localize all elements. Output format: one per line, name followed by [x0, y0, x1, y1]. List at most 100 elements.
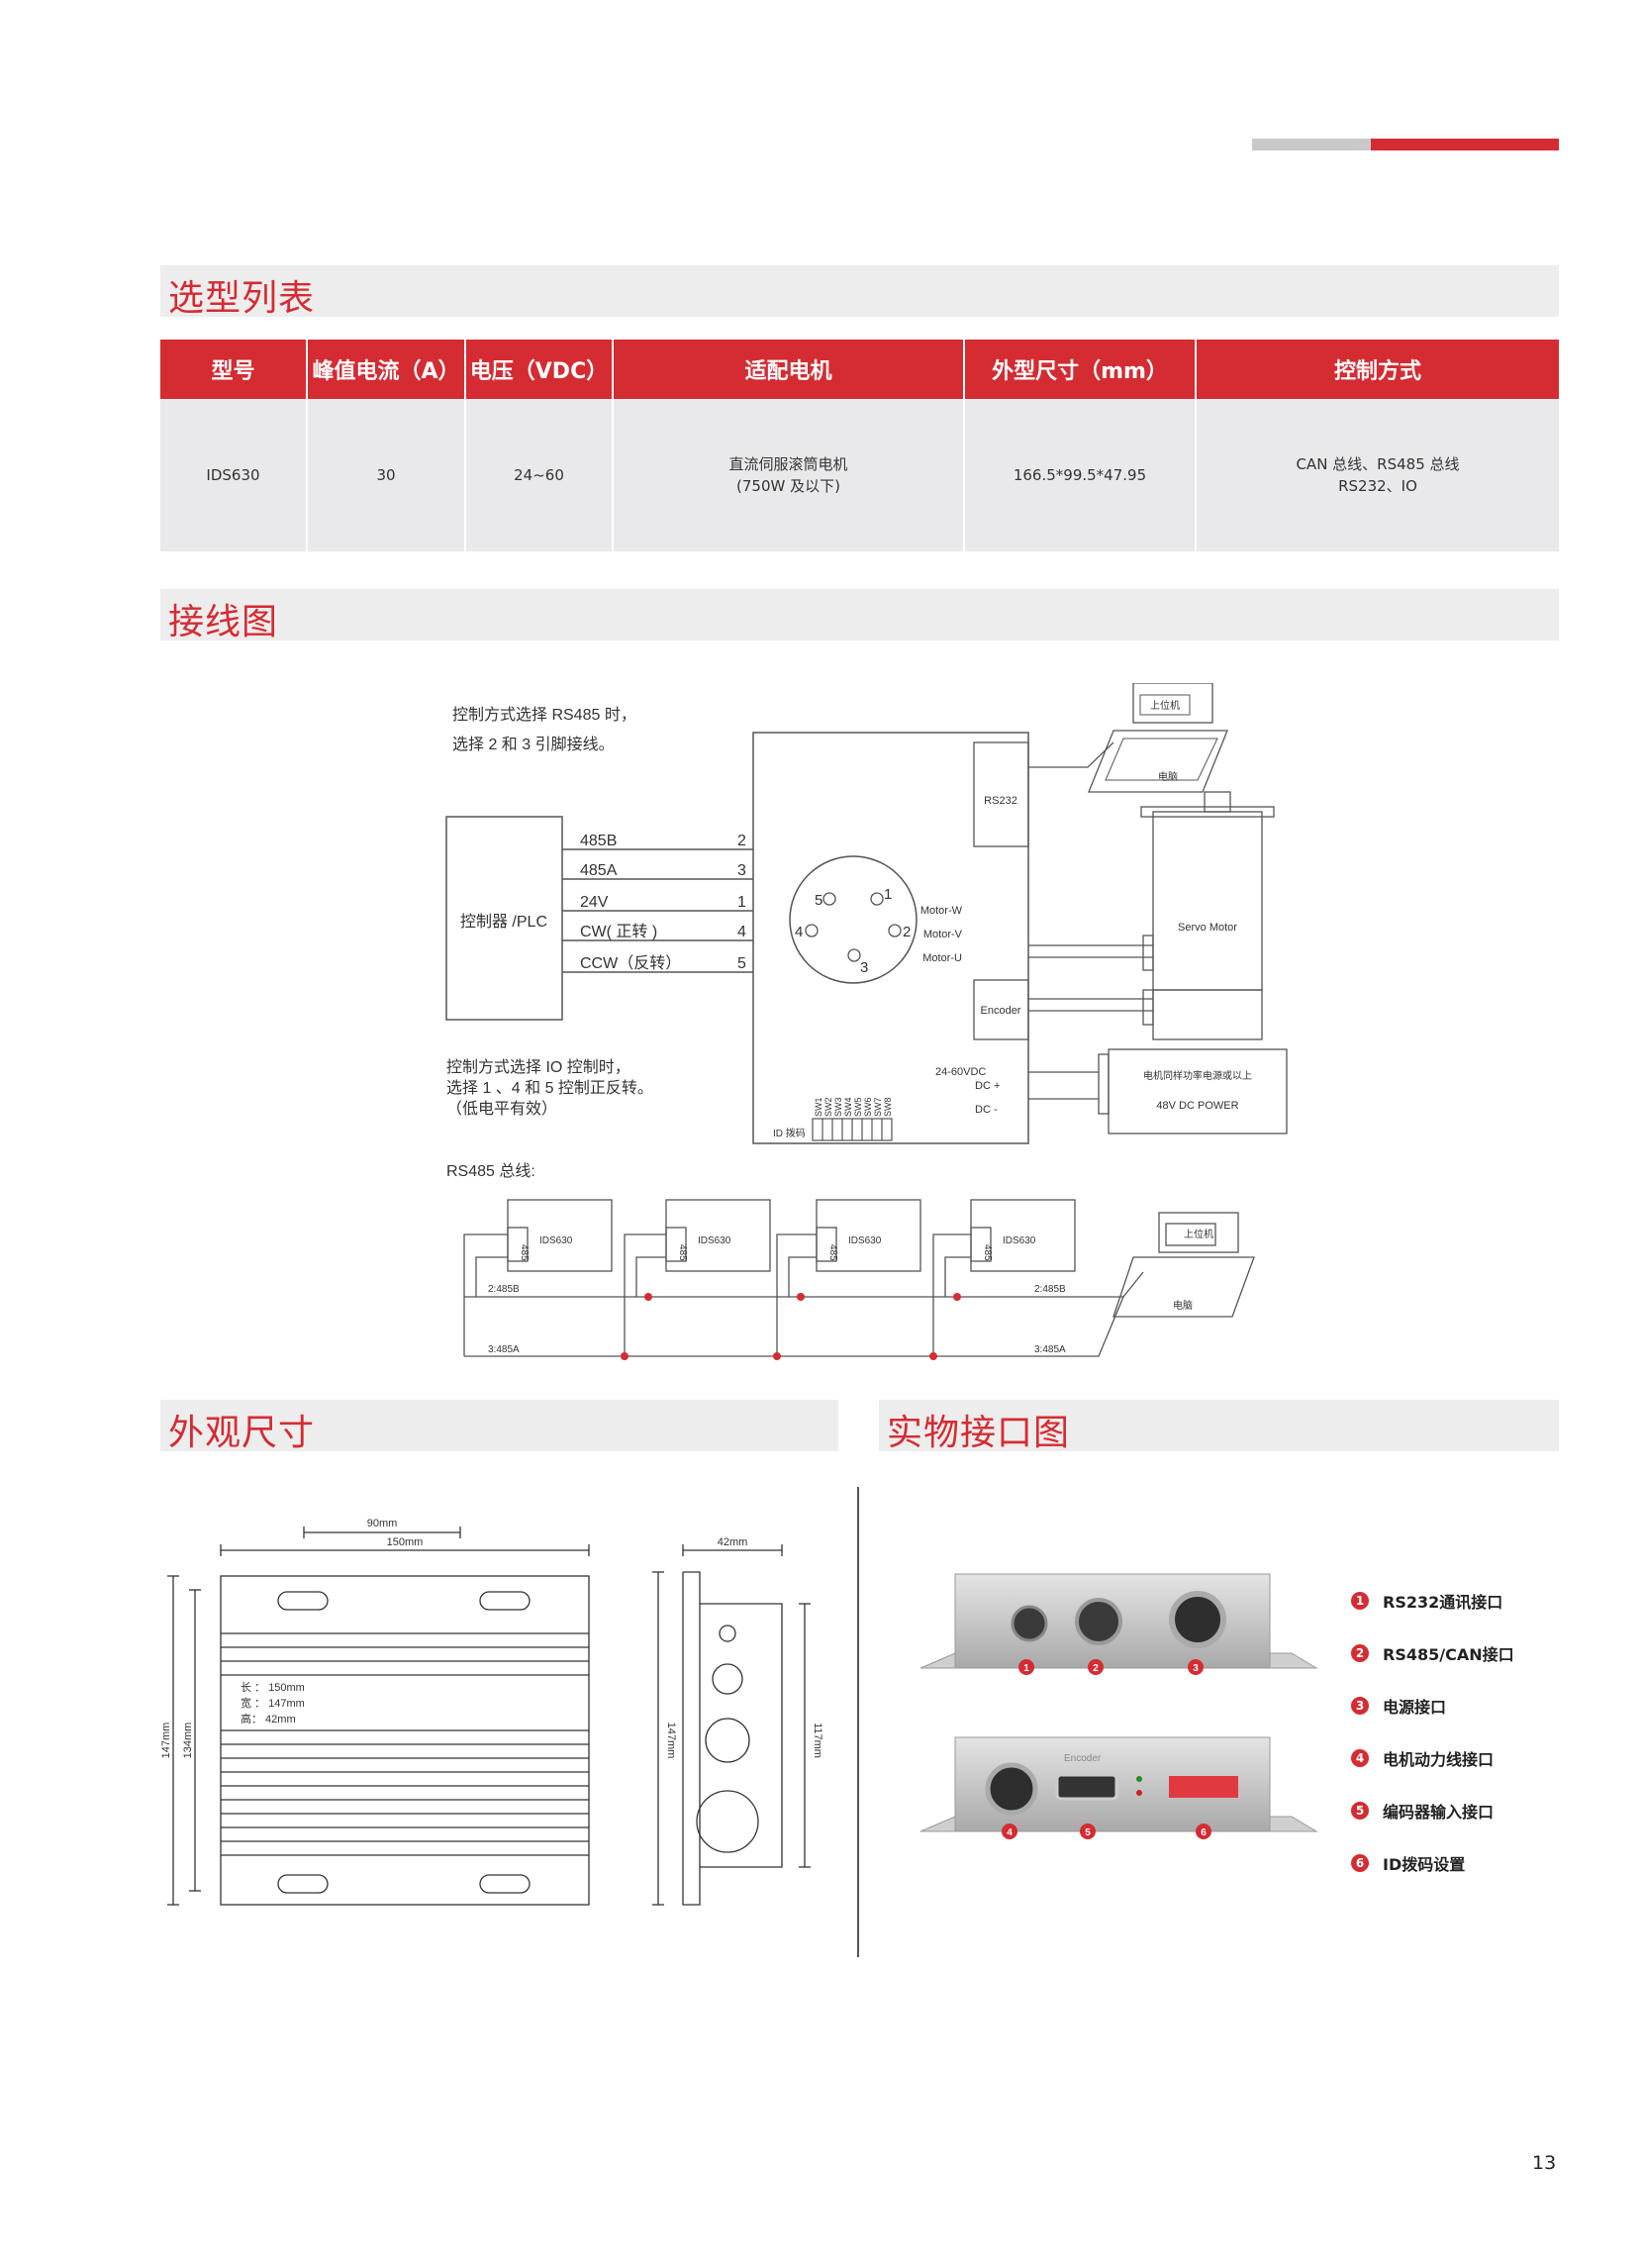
pin-label: 4	[737, 924, 746, 940]
host-label: 上位机	[1150, 699, 1180, 712]
switch-label: SW4	[843, 1097, 853, 1117]
cell-voltage: 24~60	[465, 399, 614, 551]
cell-model: IDS630	[160, 399, 308, 551]
bus-device-label: IDS630	[539, 1235, 573, 1246]
rs232-label: RS232	[984, 795, 1017, 807]
note-io-line2: 选择 1 、4 和 5 控制正反转。	[446, 1079, 653, 1097]
cell-size: 166.5*99.5*47.95	[964, 399, 1197, 551]
id-dip-switch	[1169, 1776, 1238, 1798]
legend-label: 编码器输入接口	[1383, 1802, 1495, 1822]
legend-label: 电源接口	[1383, 1697, 1447, 1717]
connector-pin: 2	[903, 924, 911, 940]
bus-device-label: IDS630	[1003, 1235, 1036, 1246]
section-title: 实物接口图	[887, 1413, 1071, 1453]
legend-number: 1	[1351, 1591, 1369, 1610]
servo-motor-label: Servo Motor	[1178, 922, 1237, 934]
header-motor: 适配电机	[613, 340, 965, 399]
dim-117: 117mm	[812, 1723, 823, 1758]
dim-90: 90mm	[367, 1518, 398, 1529]
section-title: 外观尺寸	[168, 1413, 316, 1453]
note-rs485-line2: 选择 2 和 3 引脚接线。	[452, 736, 615, 753]
signal-485a: 485A	[580, 862, 618, 879]
bus-pc-label: 电脑	[1173, 1299, 1193, 1312]
section-header-dimensions: 外观尺寸	[160, 1400, 838, 1453]
driver-box	[752, 732, 1029, 1144]
legend-item: 1 RS232通讯接口	[1351, 1574, 1514, 1627]
legend-number: 4	[1351, 1748, 1369, 1767]
section-header-interfaces: 实物接口图	[879, 1400, 1559, 1453]
switch-label: SW1	[814, 1097, 823, 1117]
table-header-row: 型号 峰值电流（A） 电压（VDC） 适配电机 外型尺寸（mm） 控制方式	[160, 340, 1559, 399]
note-io-line1: 控制方式选择 IO 控制时，	[446, 1058, 630, 1076]
bus-host-label: 上位机	[1184, 1228, 1213, 1240]
switch-label: SW2	[823, 1097, 833, 1117]
bus-port-label: 485	[982, 1244, 993, 1261]
photo-num: 2	[1093, 1663, 1099, 1674]
legend-label: ID拨码设置	[1383, 1854, 1466, 1874]
connector-pin: 3	[860, 959, 868, 976]
servo-motor	[1152, 811, 1263, 991]
bus-title: RS485 总线:	[446, 1162, 535, 1180]
vdc-range-label: 24-60VDC	[935, 1066, 986, 1078]
dimension-drawing: 90mm 150mm 42mm 147mm 134mm 147mm 117mm …	[160, 1518, 823, 1906]
cell-control: CAN 总线、RS485 总线 RS232、IO	[1196, 399, 1559, 551]
pin-label: 2	[737, 833, 746, 849]
motor-power-connector	[985, 1762, 1038, 1816]
bus-port-label: 485	[827, 1244, 838, 1261]
power-supply	[1108, 1048, 1288, 1134]
bus-device-label: IDS630	[848, 1235, 882, 1246]
encoder-connector	[1055, 1773, 1118, 1801]
legend-item: 6 ID拨码设置	[1351, 1836, 1514, 1889]
cell-peak-current: 30	[307, 399, 466, 551]
legend-number: 3	[1351, 1696, 1369, 1715]
motor-w-label: Motor-W	[920, 905, 963, 917]
id-code-label: ID 拨码	[773, 1127, 806, 1139]
interface-legend: 1 RS232通讯接口 2 RS485/CAN接口 3 电源接口 4 电机动力线…	[1351, 1574, 1514, 1889]
legend-item: 5 编码器输入接口	[1351, 1784, 1514, 1836]
dim-147-side: 147mm	[665, 1723, 677, 1759]
motor-u-label: Motor-U	[922, 952, 962, 964]
header-peak-current: 峰值电流（A）	[307, 340, 466, 399]
switch-label: SW7	[873, 1097, 883, 1117]
table-row: IDS630 30 24~60 直流伺服滚筒电机 (750W 及以下) 166.…	[160, 399, 1559, 551]
connector-pin: 1	[884, 886, 892, 903]
bus-b-left: 2:485B	[488, 1284, 520, 1295]
dim-147: 147mm	[160, 1723, 172, 1759]
host-screen	[1132, 683, 1213, 724]
wiring-diagram: 控制方式选择 RS485 时， 选择 2 和 3 引脚接线。 控制器 /PLC …	[445, 683, 1288, 1360]
motor-line2: (750W 及以下)	[736, 477, 840, 495]
note-io-line3: （低电平有效）	[446, 1100, 557, 1118]
photo-num: 1	[1023, 1663, 1029, 1674]
legend-label: RS232通讯接口	[1383, 1592, 1503, 1612]
motor-v-label: Motor-V	[923, 929, 963, 940]
switch-label: SW6	[863, 1097, 873, 1117]
section-title: 选型列表	[168, 278, 316, 319]
power-label: 48V DC POWER	[1156, 1100, 1238, 1112]
header-size: 外型尺寸（mm）	[964, 340, 1197, 399]
bus-port-label: 485	[519, 1244, 530, 1261]
control-line1: CAN 总线、RS485 总线	[1296, 455, 1460, 473]
spec-width: 宽 ： 147mm	[241, 1696, 305, 1710]
bus-port-label: 485	[677, 1244, 688, 1261]
pin-label: 5	[737, 955, 746, 972]
bus-a-left: 3:485A	[488, 1344, 520, 1355]
control-line2: RS232、IO	[1338, 477, 1417, 495]
legend-number: 5	[1351, 1801, 1369, 1820]
connector-circle	[789, 855, 918, 984]
power-note: 电机同样功率电源或以上	[1143, 1069, 1252, 1082]
encoder-port	[973, 979, 1029, 1040]
header-control: 控制方式	[1196, 340, 1559, 399]
section-header-selection: 选型列表	[160, 265, 1559, 319]
legend-item: 4 电机动力线接口	[1351, 1731, 1514, 1784]
note-rs485-line1: 控制方式选择 RS485 时，	[452, 706, 636, 724]
photo-num: 5	[1085, 1827, 1091, 1838]
pin-label: 1	[737, 894, 746, 911]
dim-150: 150mm	[387, 1536, 424, 1548]
header-model: 型号	[160, 340, 308, 399]
section-title: 接线图	[168, 602, 279, 642]
interface-photos: 1 2 3 Encoder 4 5 6	[919, 1573, 1318, 1839]
legend-number: 6	[1351, 1853, 1369, 1872]
signal-485b: 485B	[580, 833, 617, 849]
bus-a-right: 3:485A	[1034, 1344, 1066, 1355]
legend-item: 2 RS485/CAN接口	[1351, 1627, 1514, 1679]
